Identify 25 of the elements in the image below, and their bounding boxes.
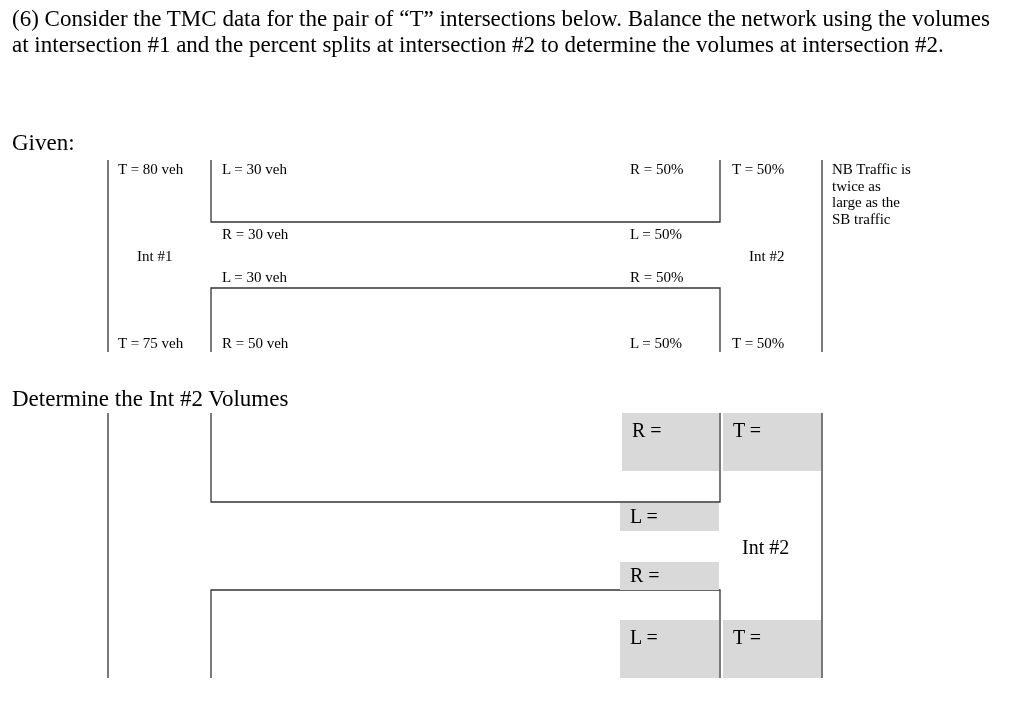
split-label: L = 50% (630, 335, 683, 352)
intersection-label: Int #1 (137, 248, 173, 265)
answer-box: L = (620, 620, 719, 678)
split-label: T = 50% (732, 335, 785, 352)
note-text: NB Traffic is twice as large as the SB traffic (832, 161, 912, 227)
volume-label: R = 30 veh (222, 226, 289, 243)
intersection-label: Int #2 (749, 248, 785, 265)
volume-label: L = 30 veh (222, 269, 287, 286)
section-heading: Determine the Int #2 Volumes (12, 386, 289, 412)
section-heading: Given: (12, 130, 75, 156)
split-label: R = 50% (630, 161, 684, 178)
split-label: L = 50% (630, 226, 683, 243)
answer-box: R = (620, 562, 719, 590)
intersection-label: Int #2 (742, 536, 790, 558)
split-label: T = 50% (732, 161, 785, 178)
volume-label: R = 50 veh (222, 335, 289, 352)
volume-label: T = 75 veh (118, 335, 184, 352)
answer-box: T = (723, 413, 821, 471)
volume-label: T = 80 veh (118, 161, 184, 178)
answer-box: L = (620, 503, 719, 531)
answer-box: R = (622, 413, 719, 471)
problem-statement: (6) Consider the TMC data for the pair of “T” intersections below. Balance the network using the volumes at intersection #1 and the percent splits at intersection #2 to determine the volumes at intersection #2. (12, 6, 991, 58)
split-label: R = 50% (630, 269, 684, 286)
answer-box: T = (723, 620, 821, 678)
volume-label: L = 30 veh (222, 161, 287, 178)
